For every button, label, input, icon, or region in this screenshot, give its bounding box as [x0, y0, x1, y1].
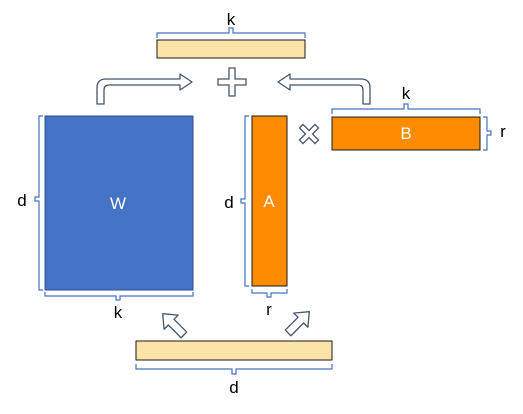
up-right-arrow-icon — [284, 311, 310, 337]
matrix-w-d-label: d — [17, 191, 26, 210]
matrix-w-row-brace — [34, 115, 43, 291]
input-vector-d-label: d — [229, 378, 238, 397]
output-vector — [156, 39, 306, 59]
matrix-a — [251, 115, 288, 287]
matrix-a-label: A — [263, 192, 275, 211]
matrix-w-k-label: k — [114, 303, 123, 322]
plus-icon — [217, 67, 247, 97]
matrix-b-col-brace — [331, 103, 481, 114]
matrix-b-r-label: r — [500, 122, 506, 141]
matrix-w-col-brace — [44, 292, 194, 301]
input-vector-brace — [135, 364, 333, 375]
matrix-w — [44, 115, 194, 291]
output-vector-group: k — [156, 10, 306, 59]
matrix-a-row-brace — [240, 115, 249, 287]
multiply-icon — [298, 123, 320, 145]
matrix-w-group: W d k — [17, 115, 194, 322]
output-vector-k-label: k — [227, 10, 236, 29]
matrix-b-label: B — [400, 124, 411, 143]
matrix-a-r-label: r — [266, 300, 272, 319]
matrix-b-k-label: k — [402, 84, 411, 103]
output-vector-brace — [156, 27, 306, 38]
matrix-a-group: A d r — [224, 115, 288, 319]
matrix-w-label: W — [110, 194, 126, 213]
input-vector-group: d — [135, 340, 333, 397]
bent-arrow-left-icon — [277, 73, 371, 105]
up-right-arrow-icon — [162, 313, 188, 339]
matrix-a-col-brace — [251, 289, 288, 298]
input-vector — [135, 340, 333, 361]
matrix-b-row-brace — [483, 116, 492, 151]
matrix-b — [331, 116, 481, 151]
matrix-a-d-label: d — [224, 193, 233, 212]
matrix-b-group: B k r — [331, 84, 506, 151]
bent-arrow-right-icon — [96, 73, 193, 105]
